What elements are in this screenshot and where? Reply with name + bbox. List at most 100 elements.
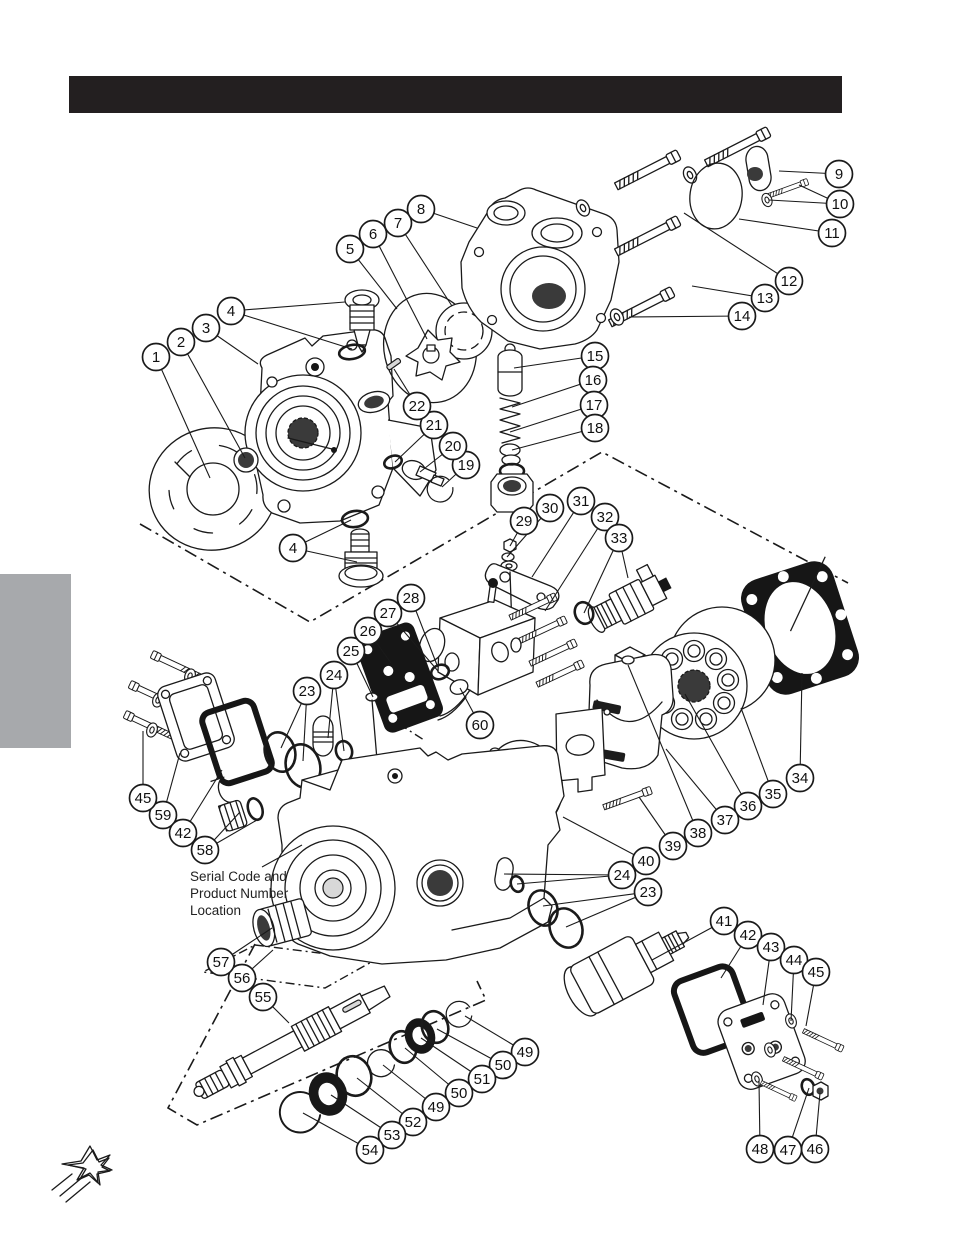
callout-leader-36 [684,693,749,807]
callout-number: 5 [346,241,354,258]
callout-25: 25 [336,636,366,666]
part-solenoid-valve [587,563,672,633]
callout-number: 18 [587,420,604,437]
callout-number: 51 [474,1071,491,1088]
callout-number: 23 [640,884,657,901]
callout-number: 3 [202,320,210,337]
callout-number: 16 [585,372,602,389]
callout-number: 22 [409,398,426,415]
callout-4: 4 [278,533,308,563]
callout-number: 50 [451,1085,468,1102]
callout-48: 48 [745,1134,775,1164]
callout-24: 24 [319,660,349,690]
callout-number: 1 [152,349,160,366]
callout-leader-38 [627,664,699,834]
callout-number: 19 [458,457,475,474]
callout-leader-23 [565,891,649,928]
callout-23: 23 [633,877,663,907]
callout-number: 24 [614,867,631,884]
callout-60: 60 [465,710,495,740]
part-rear-housing [460,187,620,350]
callout-number: 32 [597,509,614,526]
callout-20: 20 [438,431,468,461]
callout-number: 50 [495,1057,512,1074]
callout-23: 23 [292,676,322,706]
callout-2: 2 [166,327,196,357]
callout-28: 28 [396,583,426,613]
part-swash-plate [588,646,674,770]
part-sensor-group [382,357,454,503]
callout-leader-23 [542,891,649,907]
part-side-cover-gasket [199,697,275,787]
callout-leader-35 [740,707,774,795]
callout-57: 57 [206,947,236,977]
callout-33: 33 [604,523,634,553]
callout-number: 4 [289,540,297,557]
callout-number: 40 [638,853,655,870]
callout-leader-11 [738,218,833,234]
callout-number: 58 [197,842,214,859]
callout-12: 12 [774,266,804,296]
callout-52: 52 [398,1107,428,1137]
callout-leader-7 [397,222,453,307]
callout-44: 44 [779,945,809,975]
callout-56: 56 [227,963,257,993]
callout-3: 3 [191,313,221,343]
callout-40: 40 [631,846,661,876]
callout-36: 36 [733,791,763,821]
side-tab [0,574,71,748]
callout-11: 11 [817,218,847,248]
part-end-cover [717,993,806,1090]
callout-15: 15 [580,341,610,371]
part-solenoid-oring [573,600,595,626]
callout-number: 29 [516,513,533,530]
part-main-housing [270,745,565,965]
callout-53: 53 [377,1120,407,1150]
part-relief-cartridge-lower [338,509,384,588]
callout-number: 45 [808,964,825,981]
callout-number: 49 [517,1044,534,1061]
callout-leader-24 [503,873,623,876]
callout-leader-1 [155,356,211,479]
callout-number: 34 [792,770,809,787]
callout-number: 12 [781,273,798,290]
callout-number: 56 [234,970,251,987]
callout-39: 39 [658,831,688,861]
part-plug-58 [210,776,264,832]
callout-31: 31 [566,486,596,516]
callout-42: 42 [168,818,198,848]
callout-leader-40 [562,816,647,862]
callout-leader-4 [230,310,353,350]
callout-45: 45 [128,783,158,813]
callout-number: 25 [343,643,360,660]
part-plug-and-screw [689,145,810,230]
callout-27: 27 [373,598,403,628]
callout-9: 9 [824,159,854,189]
callout-37: 37 [710,805,740,835]
callout-number: 15 [587,348,604,365]
callout-number: 59 [155,807,172,824]
callout-38: 38 [683,818,713,848]
part-spring-valve-stack [490,343,534,513]
serial-note-line: Product Number [190,886,289,901]
callout-number: 37 [717,812,734,829]
callout-10: 10 [825,189,855,219]
callout-7: 7 [383,208,413,238]
callout-number: 48 [752,1141,769,1158]
callout-46: 46 [800,1134,830,1164]
callout-leader-12 [683,212,790,282]
callout-number: 57 [213,954,230,971]
serial-note-line: Location [190,903,241,918]
part-drive-shaft [193,985,391,1099]
callout-leader-31 [531,500,582,578]
callout-number: 10 [832,196,849,213]
part-shaft-seals [274,997,476,1139]
callout-32: 32 [590,502,620,532]
callout-leader-32 [544,516,606,612]
callout-leader-34 [799,672,803,779]
callout-number: 23 [299,683,316,700]
callout-number: 60 [472,717,489,734]
callout-29: 29 [509,506,539,536]
callout-number: 42 [740,927,757,944]
